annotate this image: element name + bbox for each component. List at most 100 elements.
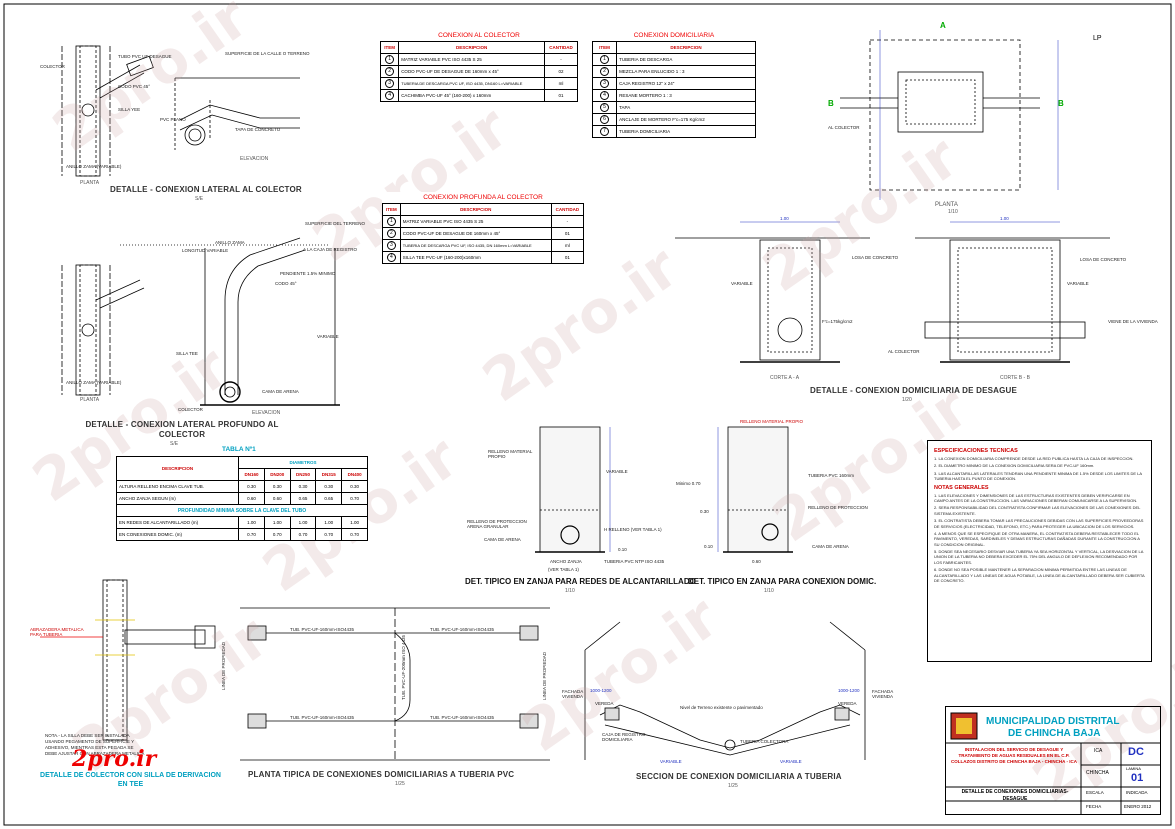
table-cell: 0.60	[238, 492, 265, 505]
lateral-planta-label: PLANTA	[80, 180, 100, 186]
profundo-label-7: SILLA TEE	[176, 351, 198, 356]
spec-item: 2. EL DIAMETRO MINIMO DE LA CONEXION DOM…	[934, 463, 1095, 469]
viene-vivienda-label: VIENE DE LA VIVIENDA	[1108, 319, 1158, 324]
table-cell: TAPA	[616, 101, 756, 114]
zanja-alc-scale: 1/10	[565, 588, 575, 594]
table-title: CONEXION AL COLECTOR	[438, 32, 520, 39]
losa-label: LOSA DE CONCRETO	[852, 255, 899, 260]
table-cell: 01	[544, 89, 578, 102]
domiciliaria-title: DETALLE - CONEXION DOMICILIARIA DE DESAG…	[810, 386, 1018, 395]
seccion-label: Nivel de Terreno existente o pavimentado	[680, 705, 763, 710]
table-header: CANTIDAD	[544, 41, 578, 54]
item-number: 5	[600, 103, 610, 112]
sheet-number: 01	[1131, 772, 1144, 784]
table-cell: 1.00	[341, 516, 368, 529]
profundo-label-5: CODO 45°	[275, 281, 297, 286]
section-mark-b: B	[828, 99, 834, 108]
profundo-label-3: A LA CAJA DE REGISTRO	[303, 247, 358, 252]
zanja-dom-label: 0.60	[752, 559, 761, 564]
table-cell: -	[550, 215, 585, 228]
table-cell: 1.00	[289, 516, 317, 529]
zanja-alc-label: H RELLENO (VER TABLA 1)	[604, 527, 662, 532]
sheet-title: DETALLE DE CONEXIONES DOMICILIARIAS-DESA…	[961, 789, 1069, 802]
zanja-alc-label: VARIABLE	[606, 469, 628, 474]
domiciliaria-planta-scale: 1/10	[948, 209, 958, 215]
profundo-label-6: VARIABLE	[317, 334, 339, 339]
planta-tipica-label: TUB. PVC-UF-160mm-ISO4435	[290, 627, 355, 632]
table-row: ALTURA RELLENO ENCIMA CLAVE TUB. 0.30 0.…	[115, 480, 368, 493]
item-number: 4	[385, 91, 395, 100]
derivacion-drawing	[40, 579, 216, 741]
project-name: INSTALACION DEL SERVICIO DE DESAGUE Y TR…	[951, 747, 1077, 765]
table-header: DIAMETROS	[238, 456, 368, 469]
item-number: 4	[600, 91, 610, 100]
item-number: 7	[600, 127, 610, 136]
item-number: 2	[385, 67, 395, 76]
org-name-line2: DE CHINCHA BAJA	[1008, 728, 1101, 739]
table-cell: 01	[550, 227, 585, 240]
lateral-label-3: CODO PVC 45°	[118, 84, 151, 89]
table-cell: EN CONEXIONES DOMIC. (m)	[115, 528, 240, 541]
escala-label: ESCALA	[1086, 790, 1104, 795]
lateral-planta-drawing	[61, 45, 154, 177]
variable-label: VARIABLE	[731, 281, 753, 286]
table-cell: 0.70	[238, 528, 265, 541]
dim-label: 1.00	[1000, 216, 1009, 221]
lamina-label: LAMINA	[1126, 766, 1141, 771]
planta-tipica-scale: 1/25	[395, 781, 405, 787]
fc-label: F'c=175kg/cm2	[822, 319, 853, 324]
zanja-dom-label: 0.10	[704, 544, 713, 549]
specs-title: ESPECIFICACIONES TECNICAS	[934, 448, 1018, 454]
table-cell: -	[544, 53, 578, 66]
table-header: DN400	[341, 468, 368, 481]
table-cell: SILLA TEE PVC-UF (160-200)x160mm	[399, 251, 552, 264]
table-header: CANTIDAD	[550, 203, 585, 216]
table-cell: 0.30	[341, 480, 368, 493]
table-cell: 01	[550, 251, 585, 264]
table-cell: 0.70	[315, 528, 343, 541]
item-number: 3	[600, 79, 610, 88]
item-number: 1	[600, 55, 610, 64]
zanja-dom-label: RELLENO DE PROTECCION	[808, 505, 868, 510]
table-cell: ANCHO ZANJA SEGUN (m)	[115, 492, 240, 505]
profundo-planta-drawing	[61, 264, 145, 396]
zanja-alc-label: 0.10	[618, 547, 627, 552]
table-header: DESCRIPCION	[616, 41, 756, 54]
seccion-label: VARIABLE	[780, 759, 802, 764]
lateral-label-2: SUPERFICIE DE LA CALLE O TERRENO	[225, 51, 310, 56]
zanja-alc-drawing	[535, 426, 611, 553]
profundo-elevacion-label: ELEVACION	[252, 410, 281, 416]
table-header: DESCRIPCION	[399, 203, 552, 216]
lateral-elevacion-drawing	[174, 77, 300, 150]
seccion-label: FACHADA VIVIENDA	[562, 689, 584, 699]
table-cell: ALTURA RELLENO ENCIMA CLAVE TUB.	[115, 480, 240, 493]
seccion-title: SECCION DE CONEXION DOMICILIARIA A TUBER…	[636, 772, 842, 781]
lateral-label-1: TUBO PVC UF DESAGUE	[118, 54, 172, 59]
table-row: ANCHO ZANJA SEGUN (m) 0.60 0.60 0.65 0.6…	[115, 492, 368, 505]
lateral-elevacion-label: ELEVACION	[240, 156, 269, 162]
table-cell: 0.70	[263, 528, 291, 541]
fecha-value: ENERO 2012	[1124, 804, 1152, 809]
lateral-label-6: PVC PLANO	[160, 117, 186, 122]
title-block-grid	[946, 712, 1160, 814]
profundo-elevacion-drawing	[120, 237, 340, 406]
derivacion-note: NOTA.- LA SILLA DEBE SER INSTALADA USAND…	[45, 733, 145, 756]
spec-item: 1. LA CONEXION DOMICILIARIA COMPRENDE DE…	[934, 456, 1134, 461]
note-item: 6. DONDE NO SEA POSIBLE MANTENER LA SEPA…	[934, 567, 1145, 584]
site-logo: 2pro.ir	[72, 746, 157, 772]
table-conexion-profunda: CONEXION PROFUNDA AL COLECTOR ITEM DESCR…	[382, 192, 585, 264]
zanja-dom-label: RELLENO MATERIAL PROPIO	[740, 419, 804, 424]
zanja-alc-label: (VER TABLA 1)	[548, 567, 579, 572]
table-cell: EN REDES DE ALCANTARILLADO (m)	[115, 516, 240, 529]
zanja-alc-label: ANCHO ZANJA	[550, 559, 582, 564]
chincha-label: CHINCHA	[1086, 770, 1109, 776]
item-number: 1	[386, 217, 396, 226]
al-colector-label: AL COLECTOR	[888, 349, 920, 354]
zanja-alc-title: DET. TIPICO EN ZANJA PARA REDES DE ALCAN…	[465, 577, 696, 586]
